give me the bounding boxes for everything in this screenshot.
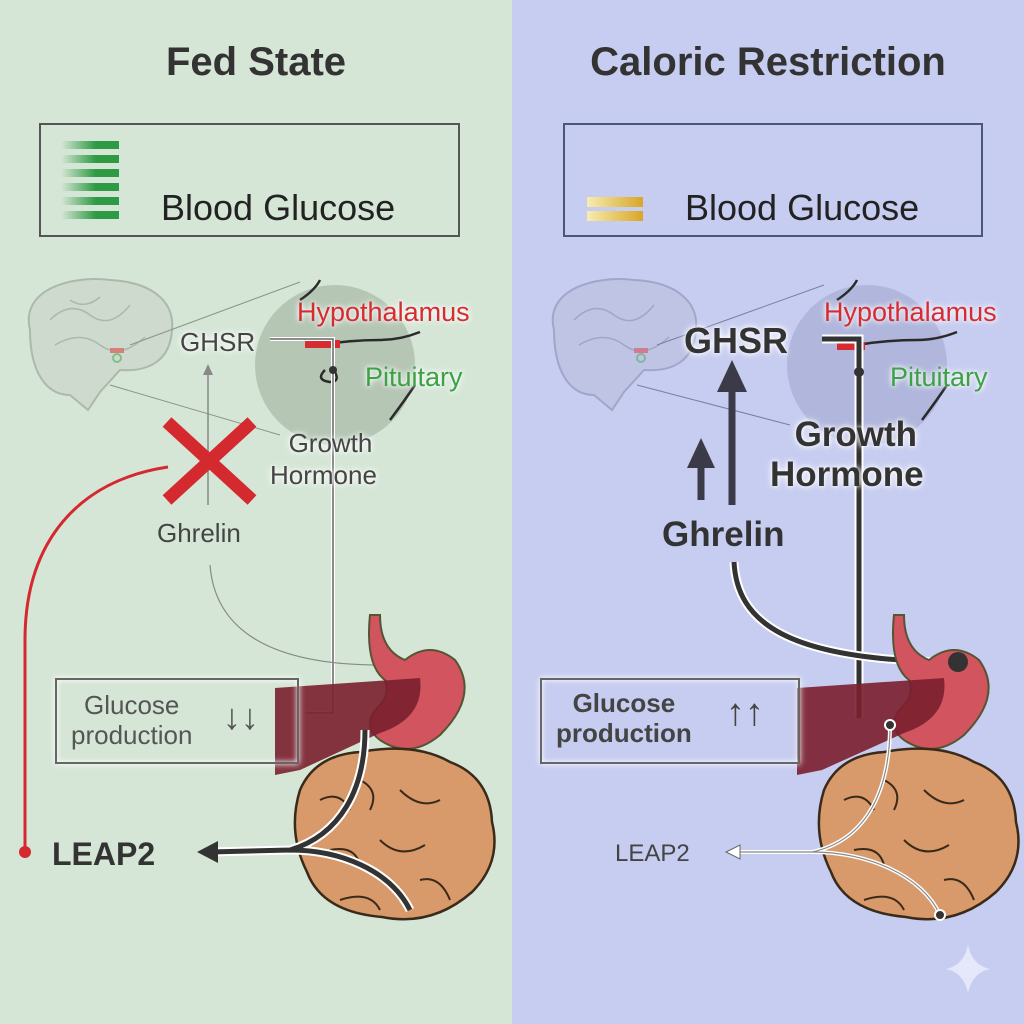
blood-glucose-box-cr: Blood Glucose	[563, 123, 983, 237]
blood-glucose-label: Blood Glucose	[161, 187, 396, 228]
ghsr-label: GHSR	[180, 327, 256, 357]
leap2-label: LEAP2	[615, 840, 690, 867]
glucose-production-box-cr: Glucose production ↑↑	[540, 678, 800, 764]
red-dot-icon	[19, 846, 31, 858]
cr-diagram-graphics	[551, 278, 1020, 993]
brain-icon	[551, 278, 698, 412]
intestine-icon	[817, 747, 1020, 921]
caloric-restriction-title: Caloric Restriction	[590, 40, 946, 84]
fed-diagram-graphics	[19, 278, 496, 921]
liver-icon	[797, 678, 945, 775]
leap2-arrow-icon	[197, 841, 218, 863]
leap2-label: LEAP2	[52, 836, 156, 872]
pituitary-label: Pituitary	[890, 362, 988, 392]
ghrelin-label: Ghrelin	[662, 515, 785, 554]
ghrelin-up-arrow-icon	[717, 360, 747, 392]
glucose-production-box-fed: Glucose production ↓↓	[55, 678, 299, 764]
blood-glucose-label: Blood Glucose	[685, 187, 920, 228]
blood-glucose-box-fed: Blood Glucose	[39, 123, 460, 237]
leap2-arrow-icon	[724, 844, 741, 860]
ghrelin-label: Ghrelin	[157, 518, 241, 548]
hypothalamus-magnified-icon	[787, 285, 947, 445]
increase-arrows-icon: ↑↑	[726, 692, 764, 734]
fed-state-panel: Fed State Blood Glucose	[0, 0, 512, 1024]
pituitary-label: Pituitary	[365, 362, 463, 392]
growth-hormone-label: Growth Hormone	[770, 415, 924, 494]
ghrelin-increase-arrow-icon	[687, 438, 715, 468]
fed-state-title: Fed State	[165, 40, 347, 84]
hypothalamus-label: Hypothalamus	[297, 297, 470, 327]
ghsr-label: GHSR	[684, 320, 789, 361]
sparkle-icon	[946, 945, 990, 993]
liver-icon	[275, 678, 421, 775]
growth-hormone-label: Growth Hormone	[270, 428, 377, 490]
hypothalamus-label: Hypothalamus	[824, 297, 997, 327]
brain-icon	[27, 278, 174, 412]
intestine-icon	[293, 747, 496, 921]
red-x-icon	[162, 417, 257, 505]
ghrelin-arrow-icon	[203, 364, 213, 375]
caloric-restriction-panel: Caloric Restriction Blood Glucose	[512, 0, 1024, 1024]
decrease-arrows-icon: ↓↓	[223, 696, 259, 737]
